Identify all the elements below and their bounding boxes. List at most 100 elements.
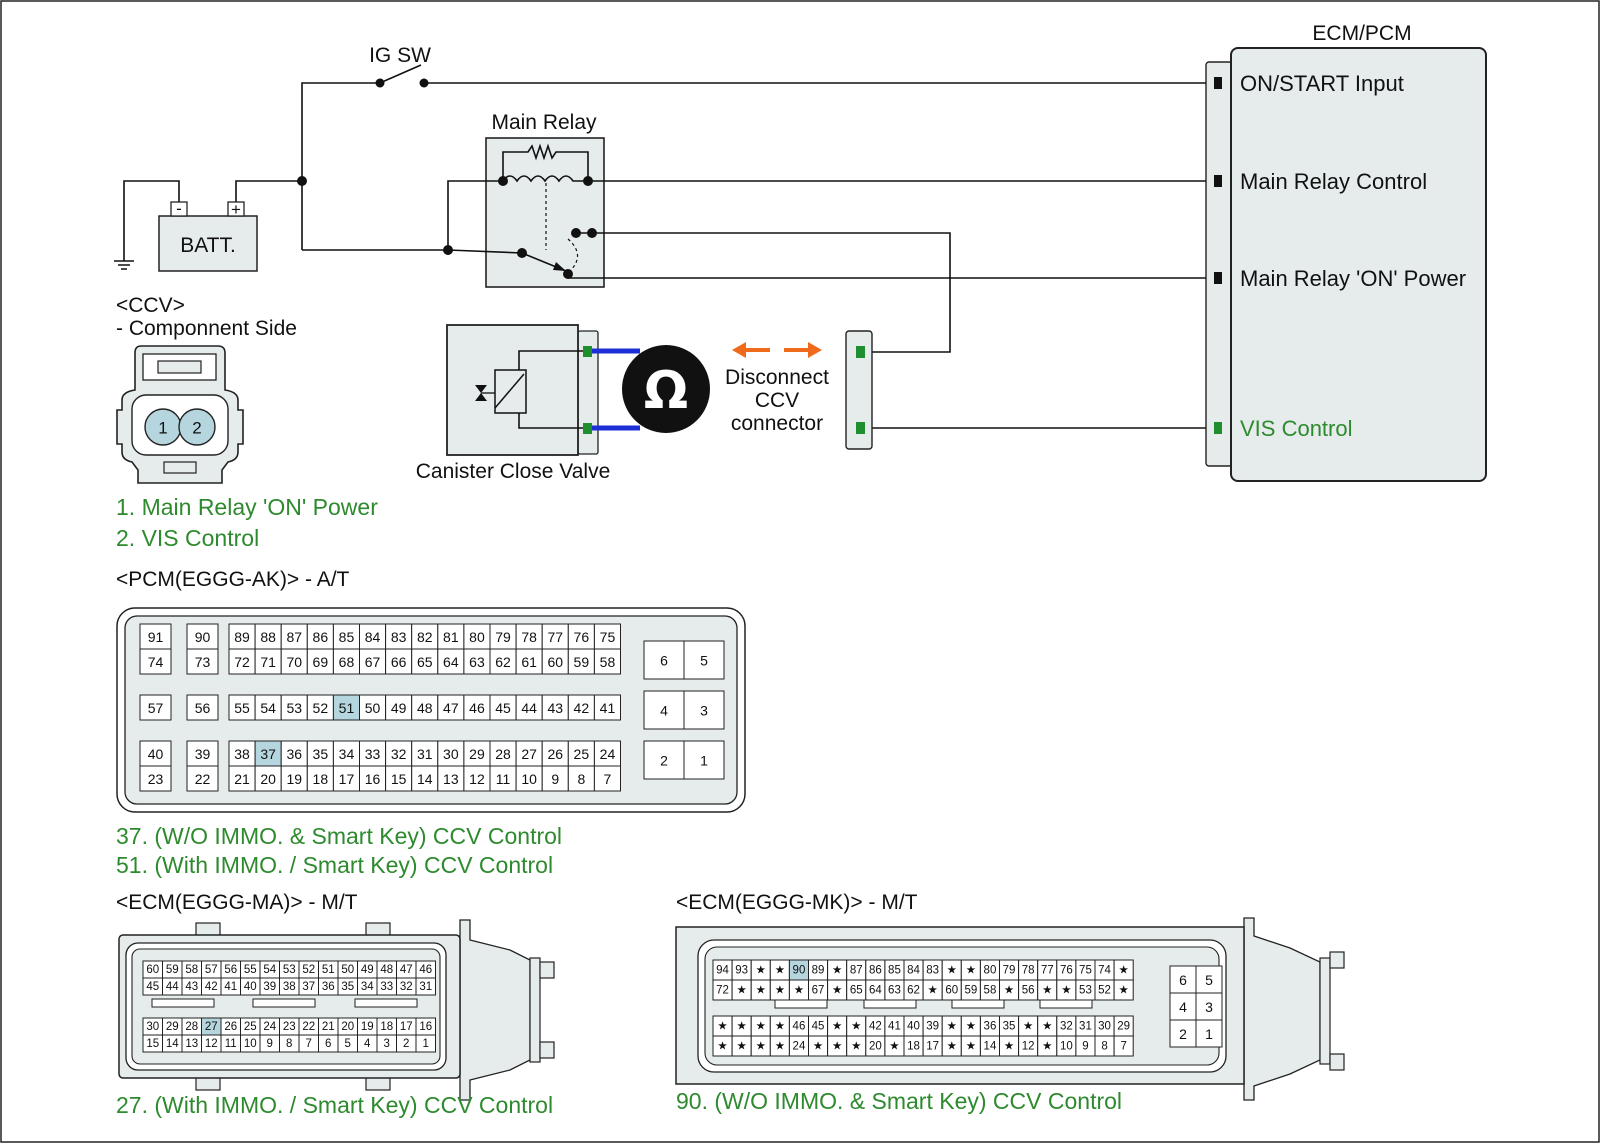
pin-label: ★ [966,965,976,977]
pin-label: 58 [984,985,997,997]
pin-label: 91 [148,629,164,645]
pcm-note: 37. (W/O IMMO. & Smart Key) CCV Control [116,823,562,849]
pin-cell [254,648,282,675]
pin-label: 43 [547,700,563,716]
pin-label: 65 [850,985,863,997]
ig-switch-label: IG SW [369,44,431,67]
ecm-box [1230,47,1487,482]
junction-dot [297,176,307,186]
pin-label: ★ [775,965,785,977]
battery: - + BATT. [158,199,258,272]
pin-label: 49 [361,964,374,976]
pin-label: ★ [1118,965,1128,977]
harness-terminal [856,422,865,434]
pin-label: 29 [469,746,485,762]
pin-label: 70 [286,654,302,670]
pin-cell [683,740,725,780]
pin-label: 88 [260,629,276,645]
relay-to-connector-wire [576,232,951,353]
pin-label: 24 [263,1021,276,1033]
pin-cell [489,694,517,721]
pin-label: 28 [495,746,511,762]
ccv-latch [142,353,217,381]
pin-label: 62 [907,985,920,997]
pin-label: 32 [400,981,413,993]
pin-label: 18 [313,771,329,787]
battery-body [158,215,258,272]
pin-label: 6 [660,653,668,669]
pin-label: 60 [547,654,563,670]
ccv-connector-section: <CCV> - Componnent Side 1 2 1. Main Rela… [116,294,378,551]
pin-label: 30 [146,1021,159,1033]
ecm-mk-harness-boot [1243,917,1321,1101]
pin-cell [463,765,491,792]
ig-switch: IG SW [369,44,431,88]
pin-cell [359,648,387,675]
pin-label: 55 [244,964,257,976]
pin-label: ★ [736,1041,746,1053]
valve-wire-bottom [518,413,586,429]
pin-label: 36 [322,981,335,993]
ccv-subtitle: - Componnent Side [116,317,297,340]
pin-label: 1 [1205,1026,1213,1042]
pin-label: ★ [775,1041,785,1053]
pin-label: 86 [869,965,882,977]
pin-label: 36 [286,746,302,762]
ccv-connector-face: 1 2 [116,345,244,484]
pin-label: ★ [794,985,804,997]
pin-label: 56 [1022,985,1035,997]
pin-label: ★ [756,965,766,977]
pin-label: 31 [419,981,432,993]
valve-terminal [583,423,592,434]
pin-label: 53 [283,964,296,976]
pin-cell [593,648,622,675]
pin-cell [139,765,172,792]
pin-cell [593,694,622,721]
pin-label: 57 [205,964,218,976]
pin-label: 3 [384,1038,390,1050]
pin-label: 51 [339,700,355,716]
pin-label: 43 [185,981,198,993]
pin-label: ★ [947,965,957,977]
pin-label: 64 [443,654,459,670]
ecm-connector-strip [1205,61,1233,467]
pin-label: 93 [735,965,748,977]
pin-label: 38 [234,746,250,762]
pin-label: 4 [364,1038,371,1050]
pin-cell [415,977,436,996]
relay-contact-arrow [553,262,566,271]
pin-cell [683,640,725,680]
schematic: - + BATT. IG SW Main Relay [114,22,1487,483]
pin-label: 26 [224,1021,237,1033]
ecm-ma-note: 27. (With IMMO. / Smart Key) CCV Control [116,1092,553,1118]
pin-label: 60 [146,964,159,976]
ohm-symbol: Ω [644,361,688,421]
pin-label: ★ [756,985,766,997]
pin-label: 14 [417,771,433,787]
ecm-mk-note: 90. (W/O IMMO. & Smart Key) CCV Control [676,1088,1122,1114]
ecm-pcm-block: ECM/PCM ON/START Input Main Relay Contro… [1205,22,1487,482]
pin-label: ★ [851,1041,861,1053]
ground-wire [123,180,180,261]
pin-label: 21 [234,771,250,787]
pin-label: ★ [775,985,785,997]
pin-label: 87 [286,629,302,645]
pin-label: ★ [756,1021,766,1033]
pcm-note: 51. (With IMMO. / Smart Key) CCV Control [116,852,553,878]
pin-label: 33 [380,981,393,993]
pin-cell [228,765,256,792]
pin-label: 35 [313,746,329,762]
harness-terminal [856,346,865,358]
pin-label: 72 [716,985,729,997]
pin-label: 90 [793,965,806,977]
pin-label: 94 [716,965,729,977]
pin-cell [515,740,543,767]
ecm-pin-label: Main Relay 'ON' Power [1240,266,1466,291]
pin-cell [228,623,256,650]
pin-label: 8 [286,1038,292,1050]
pin-label: 89 [812,965,825,977]
pin-cell [489,740,517,767]
